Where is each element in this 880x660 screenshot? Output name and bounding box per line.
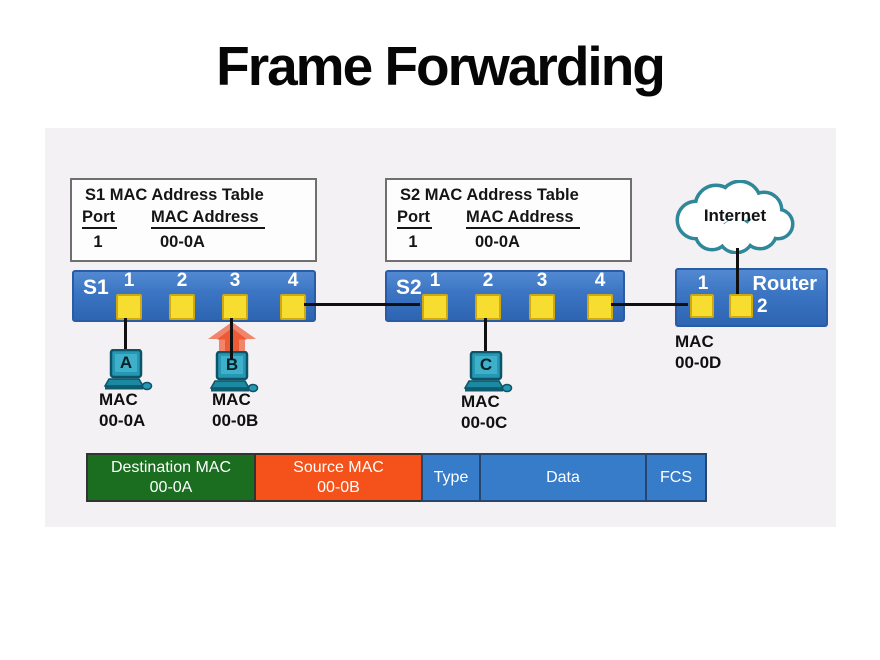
mac-word: MAC	[675, 332, 714, 351]
router-port-1-number: 1	[697, 273, 709, 294]
s1-mac-address-table: S1 MAC Address Table Port MAC Address 1 …	[70, 178, 317, 262]
mac-value: 00-0C	[461, 413, 508, 432]
field-label: Data	[546, 468, 580, 486]
s1-port-3: 3	[222, 270, 248, 320]
switch-s1: S1 1 2 3 4	[72, 270, 316, 322]
field-label: Source MAC	[293, 458, 384, 476]
router: Router 1 2	[675, 268, 828, 327]
router-port-2-number: 2	[757, 296, 768, 317]
port-number: 4	[287, 270, 299, 291]
mac-table-row: 1 00-0A	[72, 232, 315, 252]
field-label: Destination MAC	[110, 458, 232, 476]
mac-cell: 00-0A	[160, 233, 205, 251]
s2-port-2: 2	[475, 270, 501, 320]
cable-s2-router	[611, 303, 688, 306]
page-title: Frame Forwarding	[216, 35, 666, 97]
port-socket	[475, 294, 501, 320]
host-letter: A	[119, 353, 133, 372]
port-number: 1	[123, 270, 135, 291]
port-cell: 1	[408, 233, 418, 251]
port-number: 1	[429, 270, 441, 291]
port-number: 3	[536, 270, 548, 291]
s2-port-4: 4	[587, 270, 613, 320]
mac-column-header: MAC Address	[466, 207, 580, 229]
host-letter: B	[225, 355, 239, 374]
s2-port-3: 3	[529, 270, 555, 320]
switch-name: S1	[83, 276, 109, 299]
port-socket	[529, 294, 555, 320]
switch-s2: S2 1 2 3 4	[385, 270, 625, 322]
cable-internet-router	[736, 248, 739, 294]
host-b: B	[207, 350, 259, 393]
mac-value: 00-0D	[675, 353, 722, 372]
host-b-mac-label: MAC 00-0B	[212, 389, 258, 431]
port-cell: 1	[93, 233, 103, 251]
port-column-header: Port	[82, 207, 117, 229]
port-socket	[169, 294, 195, 320]
port-number: 4	[594, 270, 606, 291]
router-mac-label: MAC 00-0D	[675, 331, 721, 373]
mac-table-row: 1 00-0A	[387, 232, 630, 252]
computer-icon	[209, 350, 259, 393]
mac-word: MAC	[212, 390, 251, 409]
frame-field-fcs: FCS	[645, 453, 707, 502]
router-label: Router	[752, 273, 817, 295]
port-socket	[280, 294, 306, 320]
s1-port-1: 1	[116, 270, 142, 320]
port-column-header: Port	[397, 207, 432, 229]
mac-table-title: S2 MAC Address Table	[400, 186, 579, 204]
port-number: 2	[482, 270, 494, 291]
mac-cell: 00-0A	[475, 233, 520, 251]
s2-mac-address-table: S2 MAC Address Table Port MAC Address 1 …	[385, 178, 632, 262]
port-number: 3	[229, 270, 241, 291]
mac-word: MAC	[461, 392, 500, 411]
frame-field-type: Type	[421, 453, 481, 502]
host-letter: C	[479, 355, 493, 374]
router-port-1-socket	[690, 294, 714, 318]
host-a-mac-label: MAC 00-0A	[99, 389, 145, 431]
mac-table-header: Port MAC Address	[397, 207, 630, 229]
internet-label: Internet	[703, 206, 767, 225]
cable-s2p2-host-c	[484, 318, 487, 354]
port-socket	[222, 294, 248, 320]
field-label: FCS	[660, 468, 692, 486]
mac-table-header: Port MAC Address	[82, 207, 315, 229]
s1-port-2: 2	[169, 270, 195, 320]
internet-cloud: Internet	[668, 179, 802, 255]
router-port-2-socket	[729, 294, 753, 318]
field-value: 00-0A	[149, 478, 193, 496]
frame-field-source-mac: Source MAC 00-0B	[254, 453, 423, 502]
field-value: 00-0B	[317, 478, 360, 496]
cable-s1-s2	[304, 303, 420, 306]
ethernet-frame-diagram: Destination MAC 00-0A Source MAC 00-0B T…	[86, 453, 707, 502]
mac-column-header: MAC Address	[151, 207, 265, 229]
s2-port-1: 1	[422, 270, 448, 320]
port-socket	[422, 294, 448, 320]
frame-field-destination-mac: Destination MAC 00-0A	[86, 453, 256, 502]
computer-icon	[463, 350, 513, 393]
switch-name: S2	[396, 276, 422, 299]
mac-value: 00-0B	[212, 411, 259, 430]
mac-word: MAC	[99, 390, 138, 409]
mac-value: 00-0A	[99, 411, 146, 430]
computer-icon	[103, 348, 153, 391]
host-c: C	[461, 350, 513, 393]
port-socket	[116, 294, 142, 320]
field-label: Type	[433, 468, 469, 486]
cable-s1p1-host-a	[124, 318, 127, 354]
s1-port-4: 4	[280, 270, 306, 320]
mac-table-title: S1 MAC Address Table	[85, 186, 264, 204]
frame-field-data: Data	[479, 453, 647, 502]
host-a: A	[101, 348, 153, 391]
port-socket	[587, 294, 613, 320]
host-c-mac-label: MAC 00-0C	[461, 391, 507, 433]
cable-s1p3-host-b	[230, 318, 233, 360]
cloud-icon	[675, 179, 795, 255]
port-number: 2	[176, 270, 188, 291]
